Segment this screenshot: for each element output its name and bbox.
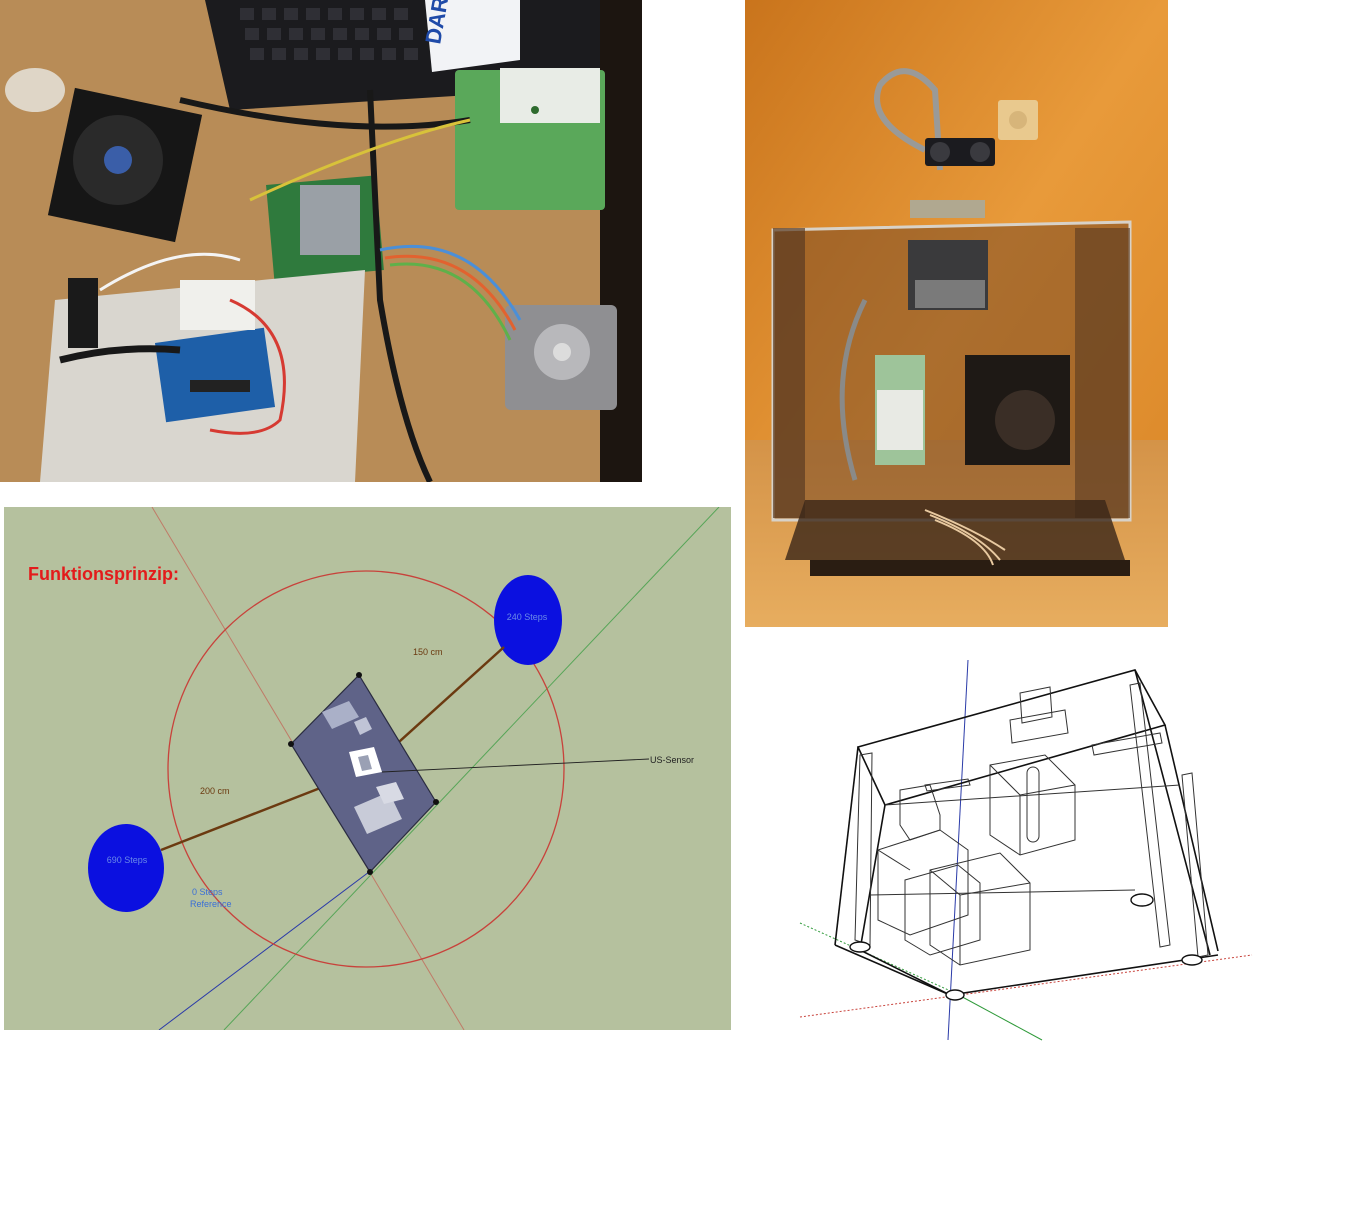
rotating-device-plate [288, 672, 439, 875]
blue-axis-line [158, 871, 370, 1030]
reference-object-left [88, 824, 164, 912]
electronics-desk-photo: DARC [0, 0, 642, 482]
range-circle [167, 570, 565, 968]
green-axis [954, 992, 1043, 1041]
green-axis-line [223, 507, 720, 1030]
blue-axis [947, 659, 969, 1041]
wireframe-3d-model [790, 655, 1260, 1050]
ultrasonic-sensor [925, 138, 995, 166]
reference-label: Reference [190, 899, 232, 909]
arduino-board [154, 327, 276, 423]
stepper-motor [505, 305, 617, 410]
ref-right-label: 240 Steps [507, 612, 548, 622]
assembled-box-photo [745, 0, 1168, 627]
cpu-fan [47, 87, 203, 243]
reference-object-right [494, 575, 562, 665]
us-sensor-label: US-Sensor [650, 755, 694, 765]
power-supply [455, 68, 605, 210]
zero-steps-label: 0 Steps [192, 887, 223, 897]
dist-left-label: 200 cm [200, 786, 230, 796]
red-axis [799, 954, 1253, 1018]
us-sensor-pointer [381, 758, 650, 773]
function-principle-diagram: Funktionsprinzip: 240 Steps 690 Steps 15… [4, 507, 731, 1030]
diagram-title: Funktionsprinzip: [28, 564, 179, 584]
box-feet [849, 893, 1203, 1001]
darc-sticker: DARC [420, 0, 520, 72]
dist-right-label: 150 cm [413, 647, 443, 657]
ref-left-label: 690 Steps [107, 855, 148, 865]
motor-driver-board [266, 175, 384, 280]
